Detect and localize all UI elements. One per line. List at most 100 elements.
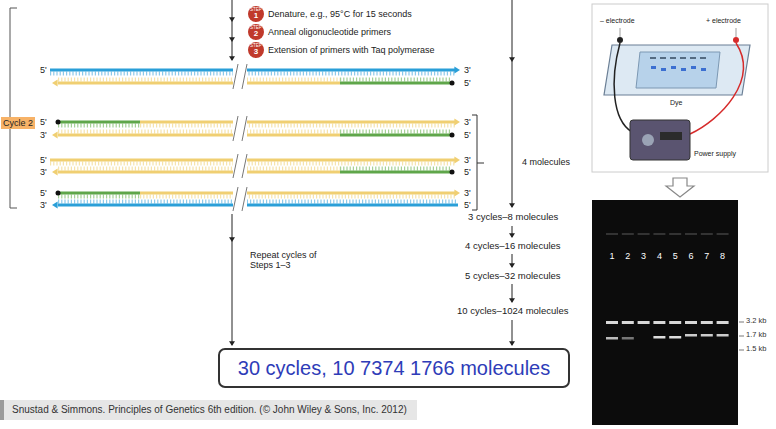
arrow-head [509,233,515,238]
primer-end [450,170,455,175]
break-mark [233,154,238,178]
gel-slab [636,52,720,88]
flow-line [512,0,513,207]
caption: Snustad & Simmons. Principles of Genetic… [0,400,417,420]
leader-line [739,336,744,337]
strand-end: 3' [464,65,471,75]
dna-strand [58,171,340,174]
base-ticks [50,162,455,166]
dna-band [638,321,650,324]
size-label: 1.7 kb [746,331,766,340]
strand-end: 5' [464,200,471,210]
dna-band [685,321,697,324]
base-ticks [340,78,452,82]
dna-band [606,337,618,340]
dna-band [717,334,729,337]
part-label: Power supply [694,150,736,158]
dye-band [701,68,706,71]
gel-well [717,233,729,235]
strand-end: 3' [464,117,471,127]
strand-end: 5' [464,130,471,140]
arrow-head [509,203,515,208]
base-ticks [140,195,455,199]
base-ticks [140,124,455,128]
gel-well [700,57,706,59]
base-ticks [58,167,340,171]
lane-number: 2 [622,251,634,261]
lane-number: 7 [701,251,713,261]
dna-strand [58,134,340,137]
dna-strand [140,121,455,124]
arrow-head [52,80,58,87]
break-mark [242,154,247,178]
strand-end: 3' [464,188,471,198]
dna-band [669,321,681,324]
arrow-head [454,157,460,164]
leader-line [739,350,744,351]
primer-end [450,133,455,138]
result-text: 30 cycles, 10 7374 1766 molecules [238,357,550,380]
arrow-head [454,119,460,126]
power-supply [630,120,690,160]
strand-end: 5' [40,65,47,75]
break-mark [242,187,247,211]
dna-strand [58,82,340,85]
step-icon [248,6,264,22]
primer-end [56,120,61,125]
step-number: 2 [248,30,264,38]
dna-strand [58,121,140,124]
display [660,132,682,140]
count-label: 4 cycles–16 molecules [463,241,563,252]
dna-band [622,321,634,324]
lane-number: 6 [685,251,697,261]
base-ticks [58,200,458,204]
count-label: 3 cycles–8 molecules [466,212,560,223]
arrow-head [52,202,58,209]
arrow-head [509,341,515,346]
gel-well [670,57,676,59]
dye-band [691,66,696,69]
part-label: – electrode [600,17,635,25]
bracket [10,8,17,9]
dna-band [653,336,665,339]
arrow-head [229,56,235,61]
bracket [10,208,17,209]
strand-break [233,62,247,214]
leader-line [620,28,621,37]
dna-band [701,334,713,337]
gel-well [622,233,634,235]
dna-band [685,334,697,337]
gel-well [701,233,713,235]
leader-line [736,28,737,37]
dye-band [651,66,656,69]
dna-band [701,321,713,324]
part-label: Dye [670,99,682,107]
electrode [733,37,739,43]
part-label: + electrode [706,17,741,25]
strand-end: 5' [40,188,47,198]
strand-end: 5' [40,155,47,165]
step-text: Extension of primers with Taq polymerase [268,45,434,55]
base-ticks [58,195,140,199]
arrow-head [454,67,460,74]
size-label: 1.5 kb [746,345,766,354]
down-arrow [666,178,694,197]
dna-strand [340,82,452,85]
base-ticks [58,130,340,134]
electrode [617,37,623,43]
base-ticks [340,167,452,171]
gel-tank [604,45,750,95]
flow-line [232,0,233,60]
arrow-head [454,190,460,197]
primer-end [450,81,455,86]
step-icon [248,42,264,58]
gel-photo [592,200,738,425]
primer-end [56,191,61,196]
strand-end: 5' [40,117,47,127]
dna-strand [140,192,455,195]
bracket [472,115,477,116]
arrow-head [229,341,235,346]
break-mark [233,187,238,211]
dna-band [669,336,681,339]
strand-end: 3' [40,200,47,210]
